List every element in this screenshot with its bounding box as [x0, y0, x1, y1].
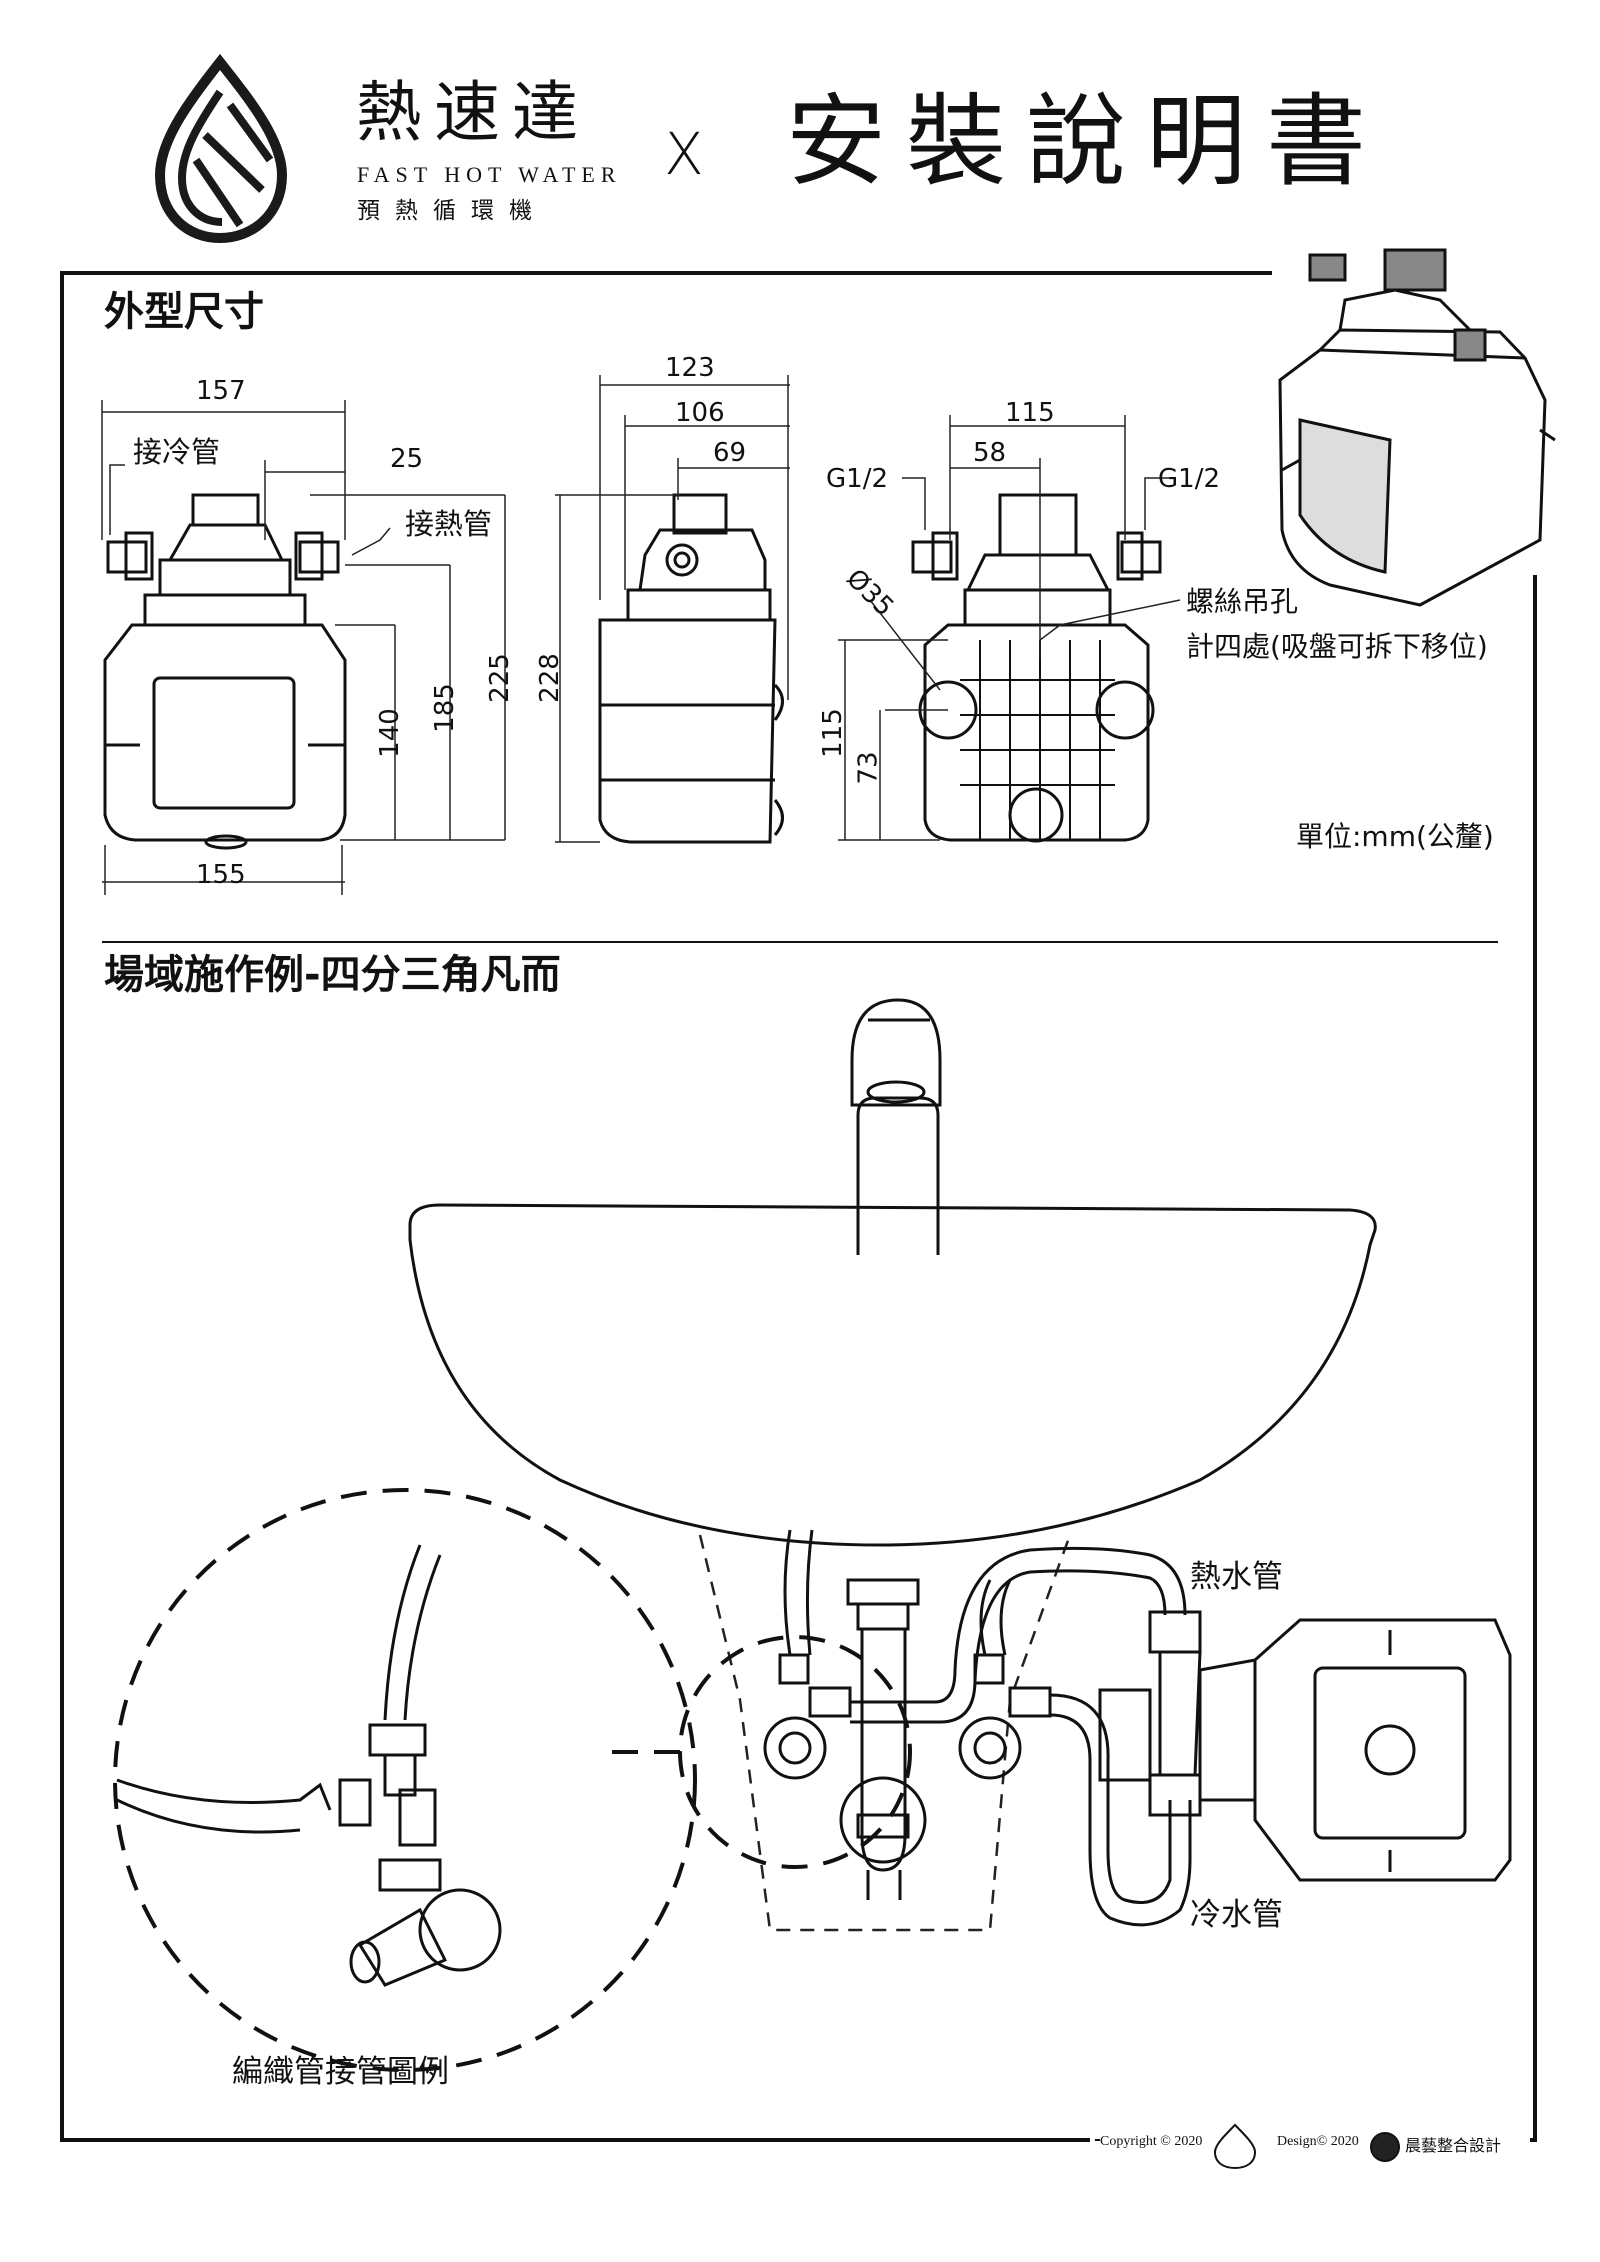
cold-water-pipe-label: 冷水管: [1190, 1897, 1283, 1933]
drain-pipe-illustration: [839, 1578, 927, 1900]
brand-name-cn: 熱速達: [356, 74, 590, 151]
front-height-mid: 185: [429, 683, 460, 733]
installation-section-title: 場域施作例-四分三角凡而: [104, 952, 561, 998]
angle-valves-illustration: [763, 1653, 1052, 1780]
back-width-ports: 115: [1005, 398, 1055, 428]
back-port-left: G1/2: [826, 464, 888, 494]
front-width-top: 157: [196, 376, 246, 406]
detail-caption: 編織管接管圖例: [232, 2054, 449, 2090]
side-width-mid: 106: [675, 398, 725, 428]
side-view-dimensions: [555, 375, 790, 843]
product-3d-illustration: [1278, 248, 1556, 607]
dimensions-section-title: 外型尺寸: [104, 289, 264, 335]
front-offset: 25: [390, 444, 424, 474]
footer-copyright: Copyright © 2020: [1100, 2134, 1203, 2149]
front-view-dimensions: [101, 400, 506, 895]
front-hot-pipe-label: 接熱管: [405, 507, 493, 541]
side-view-drawing: [598, 493, 784, 844]
unit-note: 單位:mm(公釐): [1296, 820, 1494, 853]
document-title: 安裝說明書: [786, 83, 1386, 200]
side-height-total: 228: [534, 653, 565, 703]
detail-hose-connection-illustration: [116, 1544, 502, 1987]
title-separator: X: [664, 120, 704, 188]
footer-design: Design© 2020: [1277, 2134, 1359, 2149]
footer-designer: 晨藝整合設計: [1405, 2136, 1502, 2155]
detail-callout: [113, 1488, 912, 2072]
front-view-drawing: [103, 493, 347, 850]
side-width-small: 69: [713, 438, 747, 468]
pedestal-illustration: [698, 1534, 1072, 1932]
front-cold-pipe-label: 接冷管: [133, 435, 221, 469]
back-port-right: G1/2: [1158, 464, 1220, 494]
circulation-pipes-illustration: [850, 1546, 1192, 1927]
brand-name-en: FAST HOT WATER: [357, 162, 622, 187]
back-hole-height: 115: [817, 708, 848, 758]
braided-hoses-illustration: [783, 1529, 1012, 1656]
front-width-bottom: 155: [196, 860, 246, 890]
screw-hole-note: 計四處(吸盤可拆下移位): [1186, 630, 1488, 663]
back-view-drawing: [911, 493, 1162, 843]
front-height-total: 225: [484, 653, 515, 703]
installed-unit-illustration: [1098, 1610, 1512, 1882]
faucet-illustration: [850, 998, 942, 1255]
hot-water-pipe-label: 熱水管: [1190, 1559, 1283, 1595]
back-hole-height-small: 73: [853, 751, 884, 785]
page-frame: [60, 271, 1537, 2142]
front-height-body: 140: [374, 708, 405, 758]
back-width-mid: 58: [973, 438, 1007, 468]
brand-subtitle: 預熱循環機: [357, 198, 547, 224]
brand-logo-icon: [154, 53, 288, 244]
back-view-dimensions: [838, 415, 1181, 841]
footer-marks: [1095, 2123, 1400, 2170]
screw-hole-label: 螺絲吊孔: [1186, 585, 1299, 618]
basin-illustration: [408, 1203, 1377, 1547]
side-width-total: 123: [665, 353, 715, 383]
